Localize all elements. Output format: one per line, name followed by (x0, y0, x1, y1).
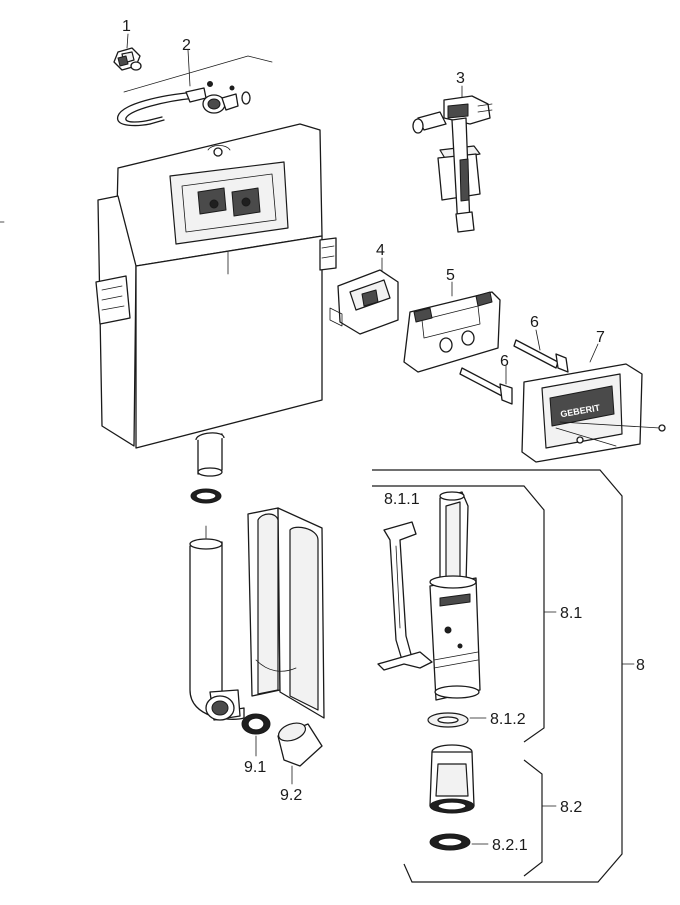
label-8-2-1: 8.2.1 (492, 837, 528, 854)
drain-seal-ring (190, 488, 222, 504)
part-8-2-1-seal (429, 833, 489, 851)
cistern-frame (0, 123, 337, 449)
part-8-1-1-lever (377, 521, 433, 671)
label-4: 4 (376, 242, 385, 259)
label-8-2: 8.2 (560, 799, 582, 816)
label-8: 8 (636, 657, 645, 674)
part-8-2-outlet (429, 744, 475, 814)
part-9-2-connector-sleeve (277, 722, 323, 785)
part-9-1-seal-ring (241, 713, 271, 757)
part-6-bolt-upper (513, 329, 569, 373)
group-brackets (372, 469, 635, 883)
label-7: 7 (596, 329, 605, 346)
part-8-1-2-seal (427, 712, 487, 728)
label-8-1-2: 8.1.2 (490, 711, 526, 728)
label-3: 3 (456, 70, 465, 87)
drain-stub (195, 432, 225, 477)
label-6-upper: 6 (530, 314, 539, 331)
label-2: 2 (182, 37, 191, 54)
part-2-supply-hose (117, 49, 273, 127)
part-3-fill-valve (412, 85, 493, 233)
part-1-angle-valve (113, 33, 142, 71)
part-6-bolt-lower (459, 365, 513, 405)
label-8-1-1: 8.1.1 (384, 491, 420, 508)
label-8-1: 8.1 (560, 605, 582, 622)
part-4-bracket (329, 257, 399, 335)
label-1: 1 (122, 18, 131, 35)
part-8-1-flush-valve (429, 491, 481, 701)
part-5-mounting-plate (403, 281, 501, 373)
label-9-1: 9.1 (244, 759, 266, 776)
label-5: 5 (446, 267, 455, 284)
label-9-2: 9.2 (280, 787, 302, 804)
part-7-protective-frame: GEBERIT (521, 343, 666, 463)
split-cover (247, 507, 325, 719)
drain-pipe-elbow (189, 525, 245, 721)
label-6-lower: 6 (500, 353, 509, 370)
